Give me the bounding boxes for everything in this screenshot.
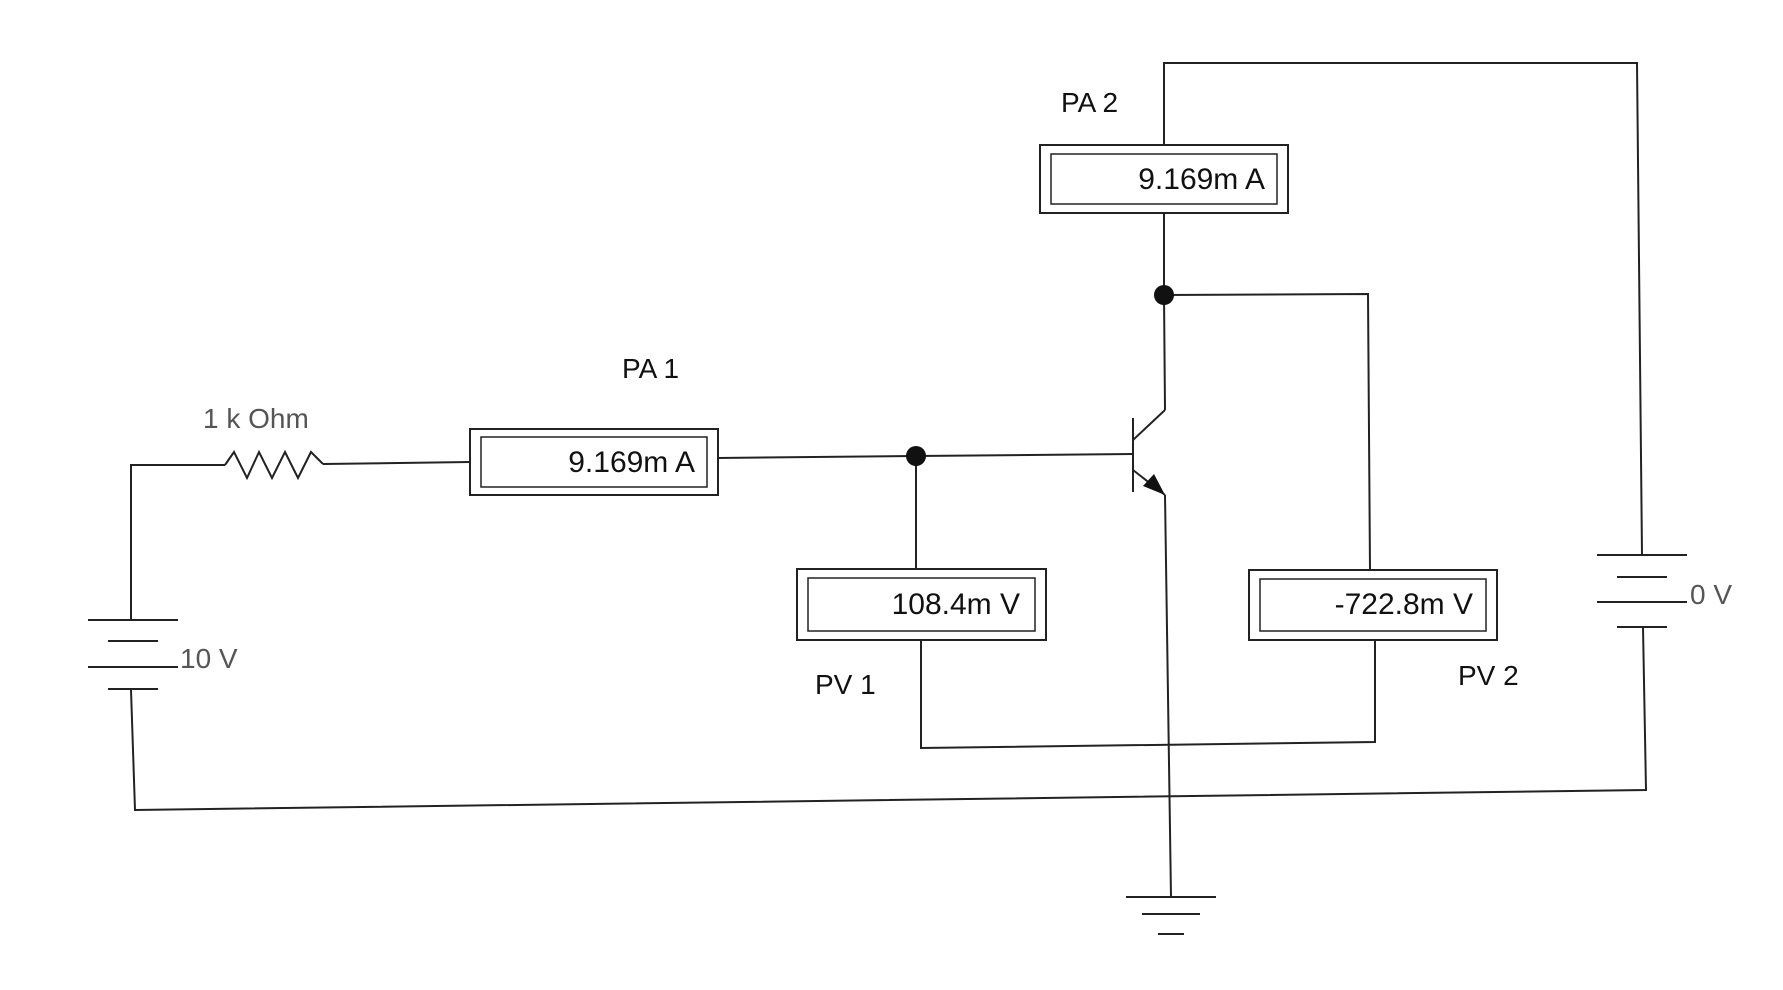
ammeter-pa1: 9.169m A xyxy=(469,428,719,496)
ammeter-pa2: 9.169m A xyxy=(1039,144,1289,214)
ammeter-pa1-label: PA 1 xyxy=(622,353,679,384)
emitter-arrow xyxy=(1143,474,1165,495)
wire-emitter-to-ground xyxy=(1164,494,1172,898)
wire-pa2-to-right-battery xyxy=(1163,62,1643,556)
wire-to-transistor-base xyxy=(915,453,1134,457)
collector-junction-dot xyxy=(1154,285,1174,305)
battery-right-label: 0 V xyxy=(1690,579,1732,610)
battery-right xyxy=(1597,554,1687,628)
wire-resistor-to-pa1 xyxy=(322,461,471,465)
voltmeter-pv1-reading: 108.4m V xyxy=(892,588,1020,621)
wire-collector-to-pv2 xyxy=(1163,292,1371,571)
wire-pa1-to-base-node xyxy=(717,455,917,459)
ammeter-pa2-label: PA 2 xyxy=(1061,87,1118,118)
wire-collector-node-to-transistor xyxy=(1163,294,1166,411)
battery-left-label: 10 V xyxy=(180,643,238,674)
ammeter-pa2-reading: 9.169m A xyxy=(1138,163,1265,196)
ground-symbol xyxy=(1126,896,1216,935)
wire-battery-to-resistor xyxy=(130,464,225,620)
wire-pv1-to-pv2 xyxy=(920,640,1376,750)
base-junction-dot xyxy=(906,446,926,466)
resistor-symbol xyxy=(224,449,324,481)
voltmeter-pv1-label: PV 1 xyxy=(815,669,876,700)
voltmeter-pv2-label: PV 2 xyxy=(1458,660,1519,691)
resistor-label: 1 k Ohm xyxy=(203,403,309,434)
ammeter-pa1-reading: 9.169m A xyxy=(568,446,695,479)
wires xyxy=(130,62,1648,898)
wire-right-battery-bottom xyxy=(130,626,1648,812)
voltmeter-pv1: 108.4m V xyxy=(796,568,1047,641)
voltmeter-pv2-reading: -722.8m V xyxy=(1335,588,1473,621)
battery-left xyxy=(88,619,178,690)
voltmeter-pv2: -722.8m V xyxy=(1248,569,1498,641)
npn-transistor xyxy=(1132,409,1166,496)
